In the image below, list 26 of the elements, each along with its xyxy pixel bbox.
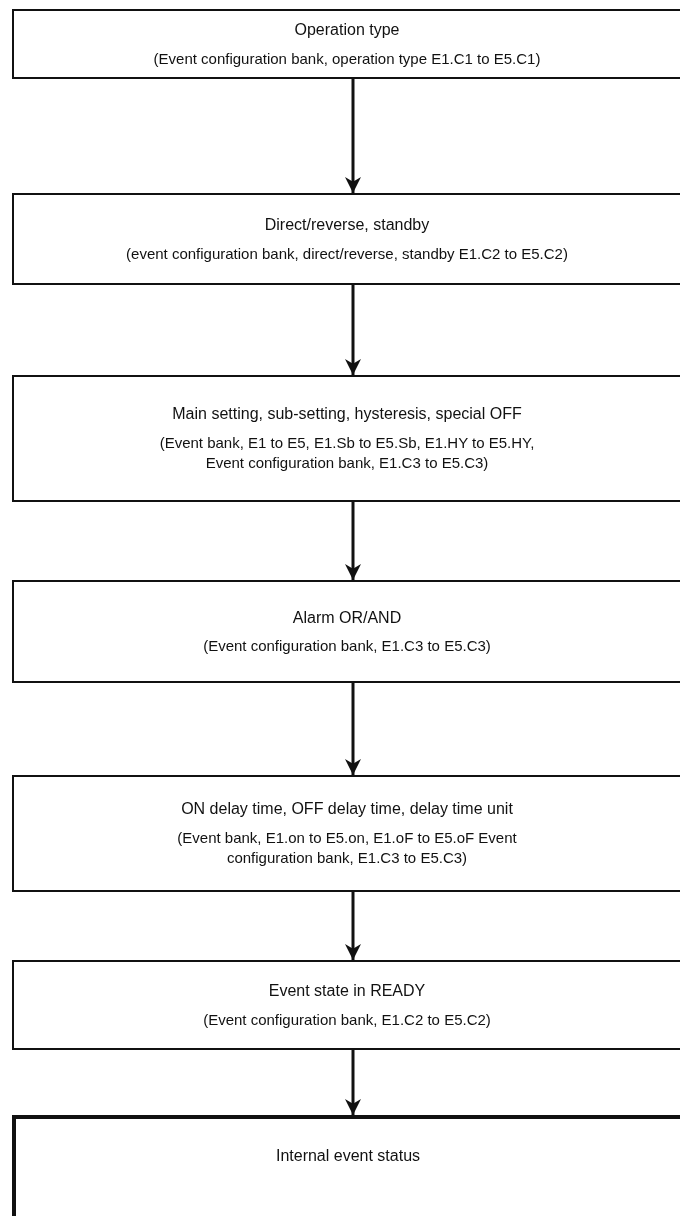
box-description: (Event configuration bank, E1.C3 to E5.C3) <box>203 636 491 657</box>
box-description: (Event configuration bank, E1.C2 to E5.C2) <box>203 1009 491 1030</box>
box-title: Internal event status <box>275 1146 421 1166</box>
box-title: Alarm OR/AND <box>292 607 402 628</box>
process-box <box>12 1115 680 1216</box>
box-title: Direct/reverse, standby <box>264 215 430 236</box>
box-description: (Event bank, E1.on to E5.on, E1.oF to E5.oF Event configuration bank, E1.C3 to E5.C3) <box>176 828 518 869</box>
process-box <box>12 960 680 1050</box>
box-title: Main setting, sub-setting, hysteresis, special OFF <box>172 404 522 425</box>
arrow <box>345 285 361 375</box>
arrow <box>345 502 361 580</box>
process-box <box>12 775 680 892</box>
arrow <box>345 892 361 960</box>
arrow <box>345 683 361 775</box>
box-title: ON delay time, OFF delay time, delay time unit <box>181 799 513 820</box>
process-box <box>12 193 680 285</box>
box-description: (Event bank, E1 to E5, E1.Sb to E5.Sb, E1.HY to E5.HY, Event configuration bank, E1.C3 to E5.C3) <box>158 433 536 474</box>
arrow <box>345 1050 361 1115</box>
arrow <box>345 79 361 193</box>
process-box <box>12 580 680 683</box>
process-box <box>12 375 680 502</box>
process-box <box>12 9 680 79</box>
box-description: (Event configuration bank, operation type E1.C1 to E5.C1) <box>153 48 541 69</box>
box-title: Operation type <box>294 20 400 41</box>
box-title: Event state in READY <box>268 981 426 1002</box>
box-description: (event configuration bank, direct/reverse, standby E1.C2 to E5.C2) <box>126 243 568 264</box>
